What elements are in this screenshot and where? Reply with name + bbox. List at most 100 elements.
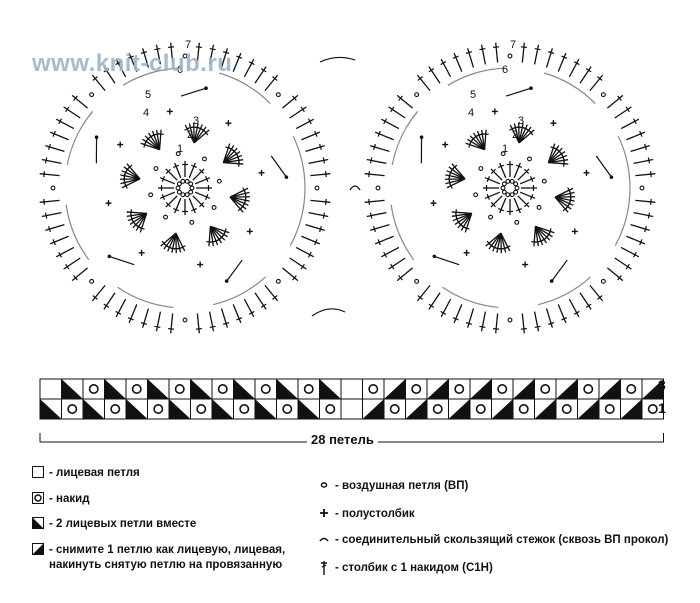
double-crochet-bar: [561, 55, 568, 59]
arrow-head: [94, 135, 99, 139]
double-crochet-mark: [448, 166, 466, 180]
chart-cell: [254, 378, 277, 400]
double-crochet-mark: [495, 313, 499, 334]
double-crochet-bar: [236, 55, 243, 59]
double-crochet-bar: [398, 275, 403, 281]
double-crochet-bar: [173, 207, 180, 212]
double-crochet-mark: [606, 94, 624, 109]
round-number: 5: [145, 89, 151, 101]
single-crochet-mark: [522, 261, 529, 268]
double-crochet-mark: [243, 298, 255, 318]
double-crochet-bar: [529, 193, 534, 200]
double-crochet-mark: [155, 44, 162, 65]
double-crochet-mark: [388, 106, 406, 119]
double-crochet-bar: [650, 171, 652, 178]
double-crochet-mark: [370, 223, 390, 232]
double-crochet-bar: [368, 198, 370, 205]
double-crochet-bar: [314, 239, 318, 246]
double-crochet-mark: [174, 162, 182, 179]
double-crochet-mark: [535, 225, 553, 238]
chain-mark: [275, 278, 281, 284]
double-crochet-mark: [480, 311, 487, 332]
arrow-head: [529, 86, 533, 90]
connector-arrow: [349, 185, 361, 191]
chain-mark: [163, 214, 168, 220]
arrow-head: [284, 175, 289, 179]
double-crochet-bar: [190, 164, 197, 169]
double-crochet-mark: [123, 166, 141, 180]
double-crochet-bar: [248, 310, 255, 315]
cell-border: [534, 378, 557, 400]
round-guide-arc: [389, 67, 631, 309]
double-crochet-mark: [171, 232, 177, 253]
cell-border: [297, 378, 320, 400]
double-crochet-mark: [396, 94, 414, 109]
k2tog-mark: [255, 399, 277, 419]
double-crochet-mark: [121, 178, 141, 189]
double-crochet-bar: [486, 240, 492, 246]
double-crochet-mark: [49, 235, 69, 245]
double-crochet-bar: [368, 171, 370, 178]
round-number: 3: [193, 115, 199, 127]
double-crochet-bar: [322, 212, 326, 219]
double-crochet-bar: [115, 310, 122, 315]
double-crochet-mark: [620, 246, 640, 258]
chain-mark: [180, 178, 186, 184]
double-crochet-mark: [91, 74, 106, 92]
chain-mark: [89, 278, 95, 284]
chain-mark: [501, 189, 507, 195]
double-crochet-bar: [161, 240, 167, 246]
double-crochet-mark: [521, 42, 525, 63]
double-crochet-mark: [229, 196, 247, 210]
double-crochet-bar: [524, 168, 530, 174]
chain-mark: [500, 185, 506, 191]
double-crochet-mark: [547, 143, 556, 163]
chart-cell: [641, 378, 664, 400]
double-crochet-mark: [229, 191, 250, 198]
double-crochet-mark: [518, 129, 535, 144]
double-crochet-bar: [524, 202, 530, 208]
double-crochet-mark: [158, 129, 162, 150]
yarn-over-mark: [647, 403, 658, 414]
double-crochet-bar: [58, 251, 63, 258]
double-crochet-bar: [292, 95, 297, 101]
skp-mark: [384, 379, 406, 399]
double-crochet-bar: [373, 226, 376, 233]
double-crochet-mark: [139, 213, 148, 233]
double-crochet-bar: [573, 310, 580, 315]
skp-symbol-icon: [32, 543, 44, 555]
double-crochet-bar: [204, 176, 209, 183]
chart-cell: [276, 378, 299, 400]
chain-mark: [509, 178, 515, 184]
double-crochet-mark: [254, 66, 267, 84]
double-crochet-mark: [301, 235, 321, 245]
yarn-over-mark: [217, 383, 228, 394]
cell-border: [555, 398, 578, 420]
double-crochet-mark: [310, 173, 331, 177]
double-crochet-bar: [103, 68, 110, 73]
chain-mark: [414, 278, 420, 284]
cell-border: [340, 398, 363, 420]
round-number: 5: [470, 89, 476, 101]
yarn-over-mark: [239, 403, 250, 414]
chart-cell: [448, 378, 471, 400]
double-crochet-mark: [232, 304, 242, 324]
round-guide-arc: [64, 67, 306, 309]
double-crochet-mark: [45, 223, 65, 232]
chain-mark: [639, 185, 645, 191]
legend-slip-text: - соединительный скользящий стежок (скво…: [335, 534, 669, 546]
chain-mark: [89, 92, 95, 98]
double-crochet-mark: [120, 178, 141, 185]
double-crochet-mark: [579, 292, 592, 310]
single-crochet-mark: [583, 169, 590, 176]
double-crochet-mark: [159, 191, 176, 199]
double-crochet-bar: [428, 68, 435, 73]
chart-cell: [620, 398, 643, 420]
double-crochet-mark: [445, 178, 466, 185]
double-crochet-mark: [175, 232, 186, 252]
k2tog-mark: [61, 379, 83, 399]
cell-border: [577, 378, 600, 400]
connector-arrow: [319, 56, 356, 63]
